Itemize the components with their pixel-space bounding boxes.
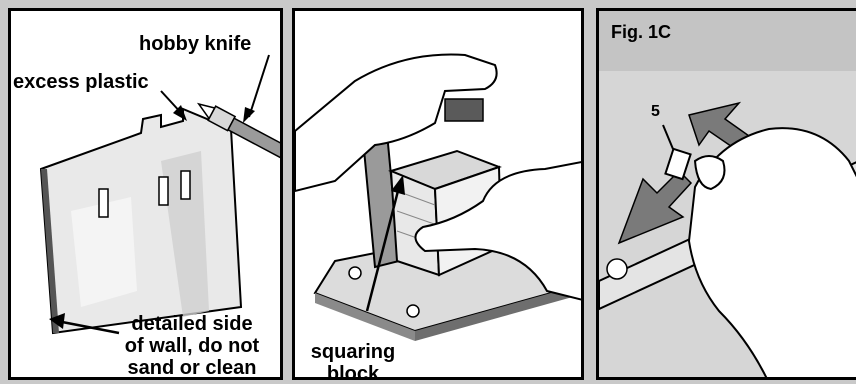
- label-line: of wall, do not: [107, 335, 277, 357]
- label-line: block: [305, 363, 401, 380]
- label-line: sand or clean: [107, 357, 277, 379]
- panel-trim-excess-plastic: hobby knife excess plastic detailed side…: [8, 8, 283, 380]
- window-opening: [181, 171, 190, 199]
- label-squaring-block: squaring block: [305, 341, 401, 380]
- window-opening: [159, 177, 168, 205]
- part-number-label: 5: [651, 101, 660, 123]
- panel-squaring-block: squaring block: [292, 8, 584, 380]
- label-detailed-side: detailed side of wall, do not sand or cl…: [107, 313, 277, 379]
- label-line: detailed side: [107, 313, 277, 335]
- label-line: squaring: [305, 341, 401, 363]
- figure-label: Fig. 1C: [611, 21, 671, 43]
- window-opening: [99, 189, 108, 217]
- part-rotation-illustration: [599, 11, 856, 380]
- label-excess-plastic: excess plastic: [13, 71, 149, 93]
- panel-fig-1c: Fig. 1C 5: [596, 8, 856, 380]
- knife-leader: [249, 55, 269, 117]
- wall-piece: [41, 109, 241, 333]
- label-hobby-knife: hobby knife: [139, 33, 251, 55]
- squaring-block-illustration: [295, 11, 584, 380]
